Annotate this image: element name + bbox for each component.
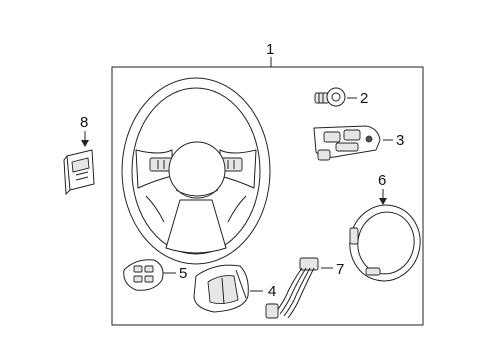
clockspring-ring-icon — [349, 204, 421, 282]
callout-3: 3 — [383, 132, 404, 149]
callout-6: 6 — [378, 172, 387, 205]
callout-4-number: 4 — [268, 283, 276, 300]
callout-8-arrow — [81, 140, 89, 147]
callout-2: 2 — [347, 90, 368, 107]
callout-8-number: 8 — [80, 114, 88, 131]
paddle-switch-icon — [123, 259, 164, 291]
callout-6-number: 6 — [378, 172, 386, 189]
callout-5-number: 5 — [179, 265, 187, 282]
callout-6-arrow — [379, 198, 387, 205]
callout-7-number: 7 — [336, 261, 344, 278]
label-tag-icon — [63, 149, 95, 196]
callout-5: 5 — [163, 265, 187, 282]
callout-1-number: 1 — [266, 41, 274, 58]
callout-3-number: 3 — [396, 132, 404, 149]
callout-4: 4 — [250, 283, 276, 300]
callout-8: 8 — [80, 114, 89, 147]
bolt-icon — [314, 87, 346, 107]
assembly-frame — [111, 66, 424, 326]
steering-wheel-icon — [121, 77, 271, 265]
switch-assembly-icon — [313, 125, 381, 161]
callout-7: 7 — [321, 261, 344, 278]
wire-harness-icon — [265, 257, 319, 319]
switch-cover-icon — [193, 264, 249, 313]
callout-1: 1 — [266, 41, 274, 67]
callout-2-number: 2 — [360, 90, 368, 107]
